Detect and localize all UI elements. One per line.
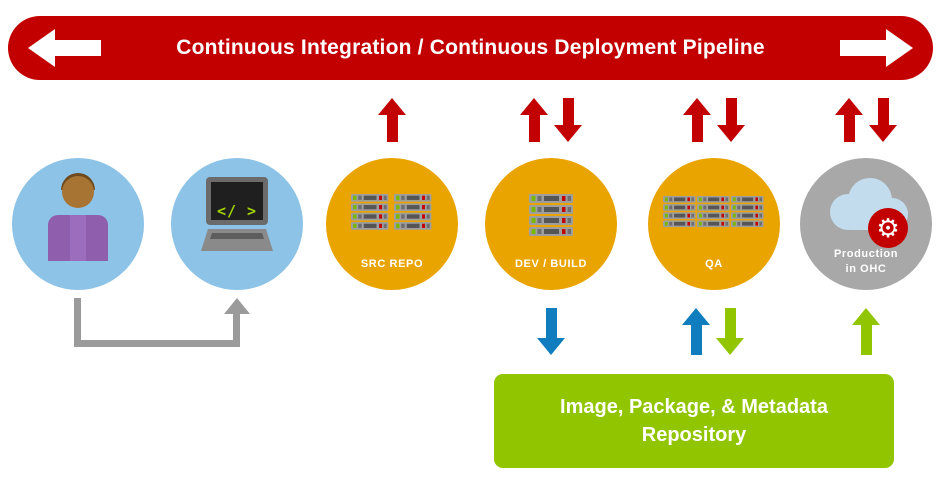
connector-line	[233, 314, 240, 347]
node-user	[12, 158, 144, 290]
person-icon	[48, 173, 108, 261]
repo-to-production-arrow-icon	[852, 308, 880, 355]
src-repo-up-arrow-icon	[378, 98, 406, 142]
node-label: Production in OHC	[833, 248, 899, 275]
qa-up-arrow-icon	[683, 98, 711, 142]
node-label: DEV / BUILD	[515, 258, 587, 270]
right-arrow-icon	[840, 29, 913, 67]
server-stack-icon	[528, 192, 574, 238]
connector-line	[74, 340, 237, 347]
pipeline-banner: Continuous Integration / Continuous Depl…	[8, 16, 933, 80]
node-production: ⚙ Production in OHC	[800, 158, 932, 290]
connector-arrowhead-icon	[224, 298, 250, 314]
gear-icon: ⚙	[876, 213, 900, 243]
repo-to-qa-arrow-icon	[682, 308, 710, 355]
node-dev-build: DEV / BUILD	[485, 158, 617, 290]
server-stack-icon	[351, 192, 433, 238]
production-up-arrow-icon	[835, 98, 863, 142]
node-qa: QA	[648, 158, 780, 290]
qa-to-repo-arrow-icon	[716, 308, 744, 355]
dev-build-down-arrow-icon	[554, 98, 582, 142]
node-label: QA	[705, 258, 723, 270]
connector-line	[74, 298, 81, 347]
dev-build-to-repo-arrow-icon	[537, 308, 565, 355]
left-arrow-icon	[28, 29, 101, 67]
node-label: SRC REPO	[360, 258, 424, 270]
repository-label-line2: Repository	[641, 424, 747, 446]
openshift-icon: ⚙	[868, 208, 908, 248]
node-laptop: </ >	[171, 158, 303, 290]
dev-build-up-arrow-icon	[520, 98, 548, 142]
pipeline-title: Continuous Integration / Continuous Depl…	[176, 36, 765, 59]
qa-down-arrow-icon	[717, 98, 745, 142]
repository-box: Image, Package, & Metadata Repository	[494, 374, 894, 468]
code-glyph: </ >	[216, 202, 258, 220]
node-src-repo: SRC REPO	[326, 158, 458, 290]
repository-label-line1: Image, Package, & Metadata	[560, 396, 828, 418]
production-down-arrow-icon	[869, 98, 897, 142]
laptop-icon	[201, 177, 273, 251]
server-stack-icon	[663, 192, 765, 238]
